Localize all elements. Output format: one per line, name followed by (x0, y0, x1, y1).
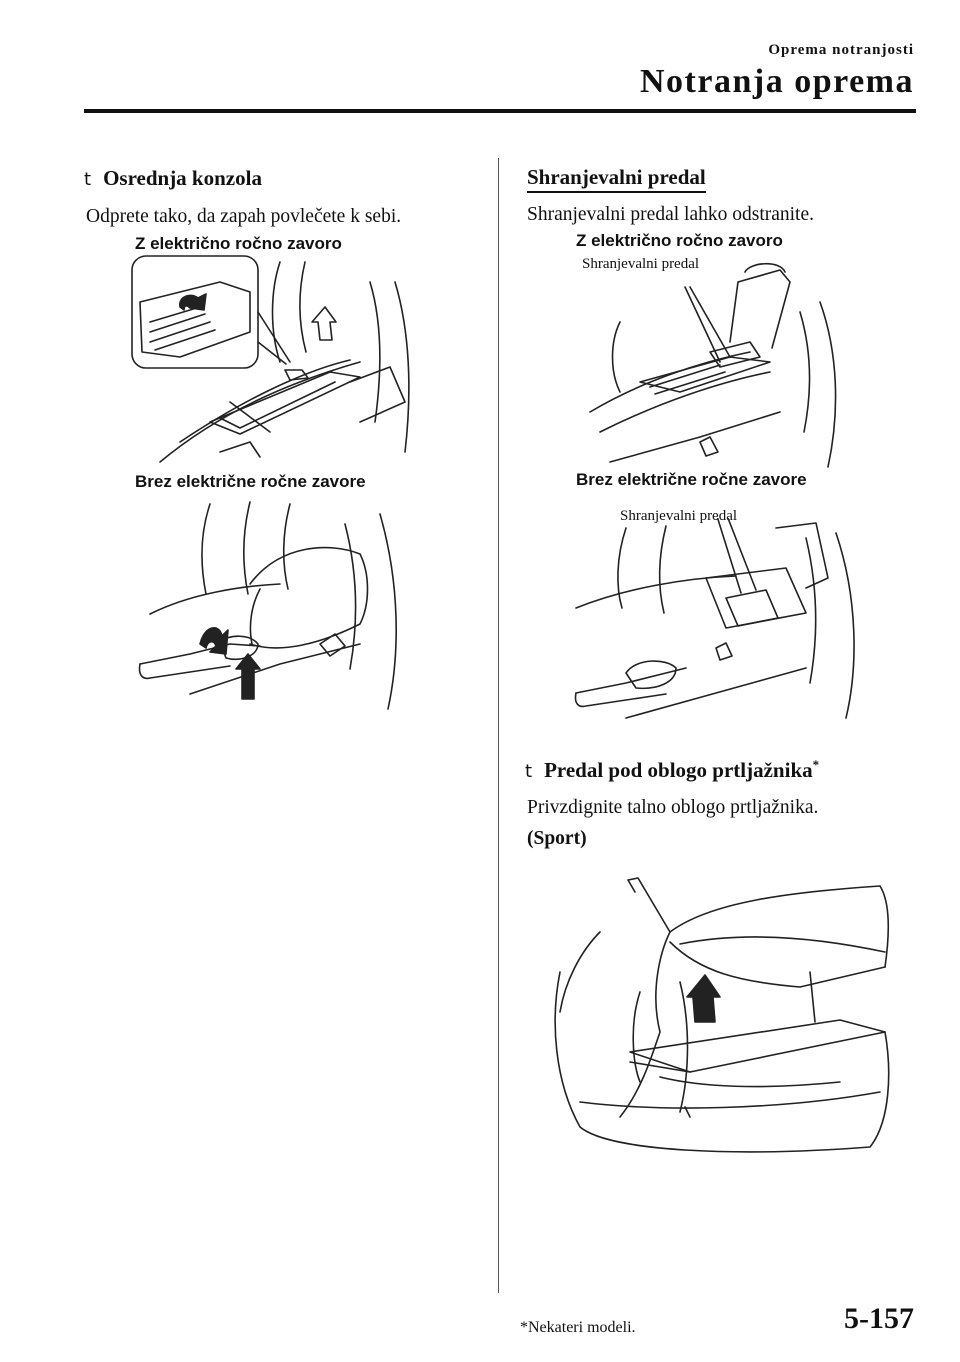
bullet-icon: t (525, 761, 533, 782)
column-divider (498, 158, 499, 1293)
heading-center-console: t Osrednja konzola (84, 166, 262, 191)
page-number: 5-157 (844, 1302, 914, 1335)
section-title: Notranja oprema (640, 63, 914, 100)
caption-no-electric-brake: Brez električne ročne zavore (135, 472, 366, 491)
instruction-lift-floor: Privzdignite talno oblogo prtljažnika. (527, 797, 819, 818)
caption-no-electric-brake: Brez električne ročne zavore (576, 470, 807, 489)
storage-box-manual-brake-illustration (574, 518, 855, 719)
caption-electric-brake: Z električno ročno zavoro (135, 234, 342, 253)
bullet-icon: t (84, 169, 92, 190)
storage-box-electric-brake-illustration (589, 262, 837, 468)
heading-storage-box: Shranjevalni predal (527, 165, 706, 193)
variant-label: (Sport) (527, 828, 587, 849)
heading-text: Predal pod oblogo prtljažnika (544, 758, 813, 782)
footnote-marker: * (812, 757, 820, 772)
instruction-removable-box: Shranjevalni predal lahko odstranite. (527, 204, 814, 225)
section-subtitle: Oprema notranjosti (768, 42, 914, 58)
trunk-illustration (554, 877, 890, 1153)
console-manual-brake-illustration (138, 501, 397, 710)
header-rule (84, 109, 916, 113)
heading-luggage-tray: t Predal pod oblogo prtljažnika* (525, 757, 819, 783)
heading-text: Shranjevalni predal (527, 165, 706, 193)
console-electric-brake-illustration (131, 255, 410, 463)
caption-electric-brake: Z električno ročno zavoro (576, 231, 783, 250)
label-storage-box: Shranjevalni predal (620, 508, 738, 524)
instruction-open-latch: Odprete tako, da zapah povlečete k sebi. (86, 206, 402, 227)
label-storage-box: Shranjevalni predal (582, 256, 700, 272)
heading-text: Osrednja konzola (103, 166, 262, 190)
footnote: *Nekateri modeli. (520, 1319, 636, 1336)
